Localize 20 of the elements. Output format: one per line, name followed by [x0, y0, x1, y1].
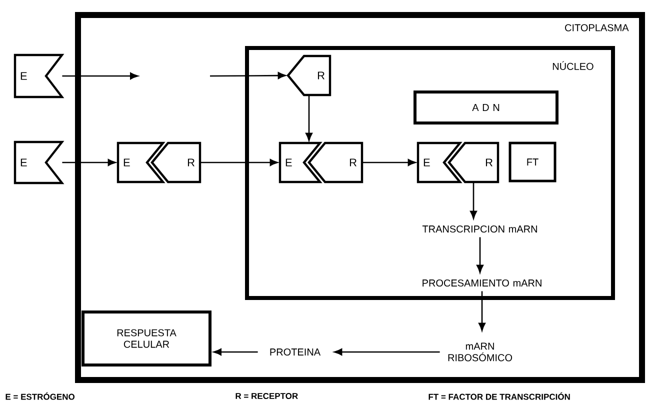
- arrow: [210, 72, 286, 80]
- key-text: FT = FACTOR DE TRANSCRIPCIÓN: [428, 392, 570, 400]
- arrow: [200, 159, 278, 166]
- key-text: R = RECEPTOR: [236, 393, 298, 399]
- arrow: [476, 237, 484, 273]
- step-text: PROCESAMIENTO mARN: [422, 279, 542, 287]
- arrow: [470, 182, 477, 219]
- step-text: mARN RIBOSÓMICO: [448, 342, 512, 362]
- arrow: [362, 159, 416, 166]
- step-text: TRANSCRIPCION mARN: [422, 225, 537, 233]
- arrow: [213, 348, 258, 356]
- arrow: [478, 291, 486, 331]
- labeled-box: A D N: [414, 90, 558, 124]
- arrow: [306, 95, 312, 141]
- arrow: [62, 72, 138, 80]
- step-text: PROTEINA: [270, 348, 321, 356]
- labeled-box: FT: [508, 142, 556, 182]
- labeled-box: RESPUESTA CELULAR: [82, 310, 212, 366]
- key-text: E = ESTRÓGENO: [6, 392, 75, 400]
- arrow: [334, 348, 440, 356]
